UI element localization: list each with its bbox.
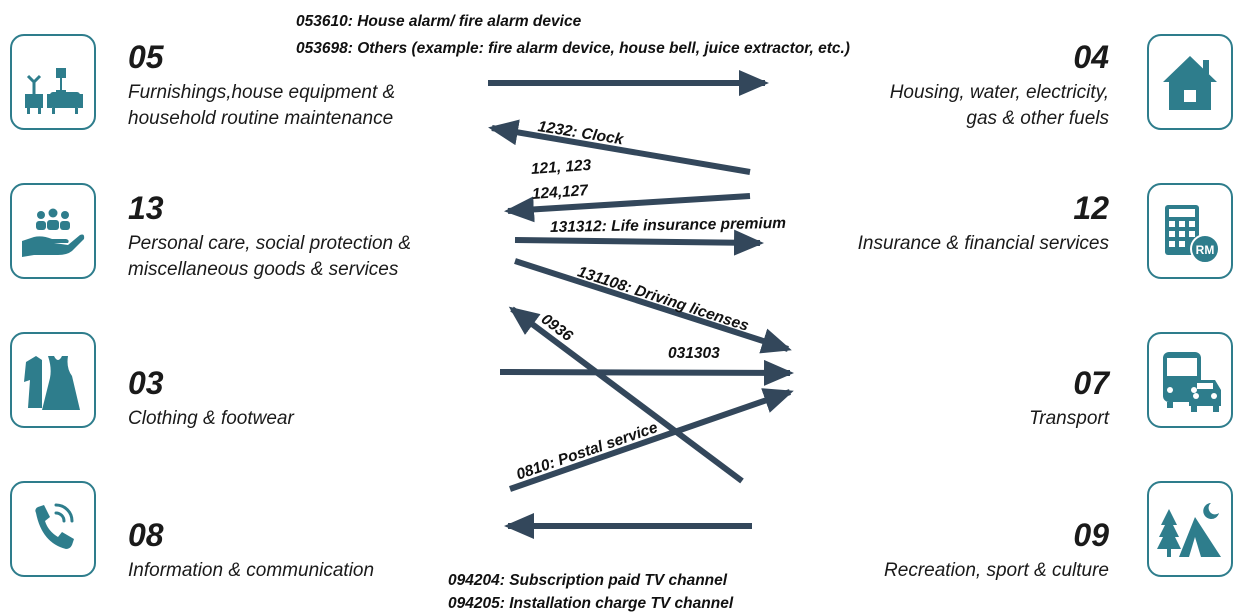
category-code: 05 — [128, 39, 164, 75]
category-description: Information & communication — [128, 560, 375, 581]
category-description: Housing, water, electricity, gas & other… — [889, 82, 1109, 129]
bus-car-icon — [1147, 332, 1233, 428]
calculator-rm-icon: RM — [1147, 183, 1233, 279]
category-description: Furnishings,house equipment & household … — [128, 82, 396, 129]
category-code: 12 — [1073, 190, 1109, 226]
svg-text:RM: RM — [1196, 243, 1215, 257]
category-description: Transport — [1029, 408, 1109, 429]
arrow-label: 124,127 — [531, 182, 589, 203]
category-code: 04 — [1073, 39, 1109, 75]
category-code: 09 — [1073, 517, 1109, 553]
category-code: 08 — [128, 517, 164, 553]
arrow-13-to-12 — [514, 229, 764, 256]
care-hand-icon — [10, 183, 96, 279]
category-description: Clothing & footwear — [128, 408, 294, 429]
arrow-13-to-07 — [514, 258, 792, 354]
house-icon — [1147, 34, 1233, 130]
category-description: Personal care, social protection & misce… — [128, 233, 412, 280]
clothing-icon — [10, 332, 96, 428]
arrow-09-to-13 — [508, 306, 744, 484]
arrow-04-to-05-clock — [488, 119, 751, 175]
category-code: 07 — [1073, 365, 1109, 401]
category-code: 03 — [128, 365, 164, 401]
arrow-label: 094204: Subscription paid TV channel — [448, 572, 728, 589]
phone-icon — [10, 481, 96, 577]
arrow-08-to-07 — [509, 388, 794, 492]
arrow-label: 053610: House alarm/ fire alarm device — [296, 13, 582, 30]
arrow-04-to-13 — [504, 193, 751, 223]
arrow-label: 031303 — [668, 345, 720, 362]
arrow-label: 094205: Installation charge TV channel — [448, 595, 734, 612]
category-code: 13 — [128, 190, 164, 226]
arrow-label: 053698: Others (example: fire alarm devi… — [296, 40, 850, 57]
arrow-03-to-07 — [499, 359, 794, 386]
category-description: Recreation, sport & culture — [884, 560, 1109, 581]
category-description: Insurance & financial services — [857, 233, 1109, 254]
tent-moon-icon — [1147, 481, 1233, 577]
furniture-icon — [10, 34, 96, 130]
